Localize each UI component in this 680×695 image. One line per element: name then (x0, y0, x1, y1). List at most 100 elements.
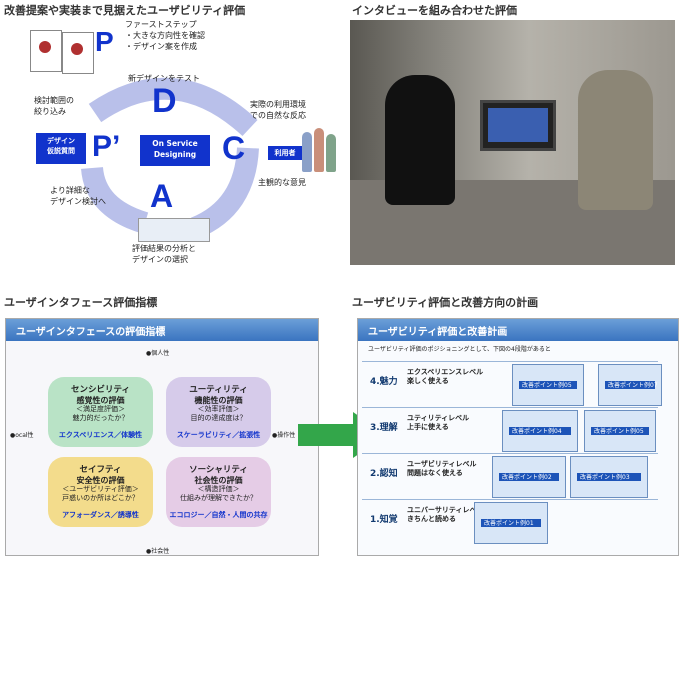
screenshot-thumb: 改善ポイント例05 (512, 364, 584, 406)
blob-note: エクスペリエンス／体験性 (58, 431, 143, 439)
design-thumbnail (62, 32, 94, 74)
index-slide: ユーザインタフェースの評価指標 ●個人性 ●ocal性 ●操作性 ●社会性 セン… (5, 318, 319, 556)
plan-slide: ユーザビリティ評価と改善計画 ユーザビリティ評価のポジショニングとして、下図の4… (357, 318, 679, 556)
design-thumbnail (30, 30, 62, 72)
heading-interview: インタビューを組み合わせた評価 (352, 4, 517, 17)
level-row: 2.認知 ユーザビリティレベル問題はなく使える 改善ポイント例02 改善ポイント… (362, 453, 658, 500)
level-text: エクスペリエンスレベル楽しく使える (407, 368, 483, 386)
a-text: デザインの選択 (132, 255, 188, 264)
blob-q: ＜ユーザビリティ評価＞ (62, 485, 139, 493)
shot-label: 改善ポイント例05 (522, 382, 572, 389)
blob-note: エコロジー／自然・人間の共存 (169, 511, 268, 519)
c-letter: C (222, 130, 246, 166)
d-text: 新デザインをテスト (128, 74, 200, 83)
d-letter: D (152, 82, 177, 120)
person-right (578, 70, 653, 210)
shot-label: 改善ポイント例03 (580, 474, 630, 481)
monitor (480, 100, 556, 151)
blob-line: 戸惑いのか所はどこか？ (62, 494, 139, 502)
heading-pdca: 改善提案や実装まで見据えたユーザビリティ評価 (4, 4, 246, 17)
pp-text: 検討範囲の (34, 96, 74, 105)
p-text: ・デザイン案を作成 (125, 42, 197, 51)
p-prime-letter: P’ (92, 130, 121, 163)
screenshot-thumb: 改善ポイント例02 (492, 456, 566, 498)
shot-label: 改善ポイント例07 (608, 382, 658, 389)
p-letter: P (95, 26, 114, 57)
badge-line: デザイン (47, 137, 75, 145)
blob-utility: ユーティリティ 機能性の評価 ＜効率評価＞ 目的の達成度は？ スケーラビリティ／… (166, 377, 271, 447)
blob-q: ＜効率評価＞ (197, 405, 240, 413)
blob-safety: セイフティ 安全性の評価 ＜ユーザビリティ評価＞ 戸惑いのか所はどこか？ アフォ… (48, 457, 153, 527)
level-text: ユーザビリティレベル問題はなく使える (407, 460, 476, 478)
screenshot-thumb: 改善ポイント例03 (570, 456, 648, 498)
label-left: ●ocal性 (10, 432, 34, 439)
blob-q: ＜満足度評価＞ (76, 405, 125, 413)
level-label: 4.魅力 (370, 377, 398, 387)
plan-slide-header: ユーザビリティ評価と改善計画 (358, 319, 678, 341)
p-text: ファーストステップ (125, 20, 197, 29)
blob-title: ユーティリティ (189, 385, 248, 395)
level-row: 3.理解 ユティリティレベル上手に使える 改善ポイント例04 改善ポイント例05 (362, 407, 658, 454)
index-slide-header: ユーザインタフェースの評価指標 (6, 319, 318, 341)
blob-sociality: ソーシャリティ 社会性の評価 ＜構造評価＞ 仕組みが理解できたか？ エコロジー／… (166, 457, 271, 527)
shot-label: 改善ポイント例05 (594, 428, 644, 435)
index-slide-title: ユーザインタフェースの評価指標 (16, 327, 166, 338)
level-label: 3.理解 (370, 423, 398, 433)
blob-note: スケーラビリティ／拡張性 (176, 431, 261, 439)
shot-label: 改善ポイント例04 (512, 428, 562, 435)
blob-sub: 感覚性の評価 (76, 396, 125, 405)
center-badge: On Service Designing (140, 135, 210, 166)
blob-note: アフォーダンス／誘導性 (62, 511, 139, 519)
level-sub: 上手に使える (407, 423, 449, 431)
interview-photo (350, 20, 675, 265)
screenshot-thumb: 改善ポイント例04 (502, 410, 578, 452)
user-badge: 利用者 (268, 146, 302, 160)
pp-text: 絞り込み (34, 107, 66, 116)
users-illustration (300, 128, 340, 176)
blob-sub: 社会性の評価 (194, 476, 243, 485)
blob-line: 目的の達成度は？ (190, 414, 247, 422)
level-sub: 楽しく使える (407, 377, 449, 385)
level-text: ユニバーサリティレベルきちんと読める (407, 506, 483, 524)
plan-slide-title: ユーザビリティ評価と改善計画 (368, 327, 508, 338)
level-label: 1.知覚 (370, 515, 398, 525)
blob-sensibility: センシビリティ 感覚性の評価 ＜満足度評価＞ 魅力的だったか？ エクスペリエンス… (48, 377, 153, 447)
level-sub: きちんと読める (407, 515, 456, 523)
level-title: エクスペリエンスレベル (407, 368, 484, 376)
pdca-diagram: P ファーストステップ ・大きな方向性を確認 ・デザイン案を作成 新デザインをテ… (0, 18, 345, 273)
badge-line: 仮説質問 (47, 147, 75, 155)
p-text: ・大きな方向性を確認 (125, 31, 205, 40)
center-line: Designing (153, 150, 197, 159)
label-right: ●操作性 (272, 432, 296, 439)
level-text: ユティリティレベル上手に使える (407, 414, 469, 432)
pp-text: より詳細な (50, 186, 90, 195)
level-title: ユティリティレベル (407, 414, 470, 422)
c-text: 実際の利用環境 (250, 100, 306, 109)
level-label: 2.認知 (370, 469, 398, 479)
c-text: 主観的な意見 (258, 178, 306, 187)
label-bottom: ●社会性 (146, 548, 170, 555)
plan-intro: ユーザビリティ評価のポジショニングとして、下図の4段階があると (368, 346, 551, 353)
c-text: での自然な反応 (250, 111, 306, 120)
level-title: ユーザビリティレベル (407, 460, 477, 468)
shot-label: 改善ポイント例02 (502, 474, 552, 481)
screenshot-thumb: 改善ポイント例01 (474, 502, 548, 544)
screenshot-thumb: 改善ポイント例07 (598, 364, 662, 406)
level-row: 1.知覚 ユニバーサリティレベルきちんと読める 改善ポイント例01 (362, 499, 658, 546)
blob-line: 仕組みが理解できたか？ (180, 494, 257, 502)
center-line: On Service (152, 139, 198, 148)
hypothesis-badge: デザイン 仮説質問 (36, 133, 86, 164)
screenshot-thumb: 改善ポイント例05 (584, 410, 656, 452)
level-sub: 問題はなく使える (407, 469, 463, 477)
blob-q: ＜構造評価＞ (197, 485, 240, 493)
blob-title: セイフティ (79, 465, 122, 475)
person-left (385, 75, 455, 205)
heading-plan: ユーザビリティ評価と改善方向の計画 (352, 296, 539, 309)
level-title: ユニバーサリティレベル (407, 506, 484, 514)
blob-sub: 安全性の評価 (76, 476, 125, 485)
pp-text: デザイン検討へ (50, 197, 106, 206)
a-text: 評価結果の分析と (132, 244, 196, 253)
label-top: ●個人性 (146, 350, 170, 357)
shot-label: 改善ポイント例01 (484, 520, 534, 527)
a-letter: A (150, 178, 174, 214)
